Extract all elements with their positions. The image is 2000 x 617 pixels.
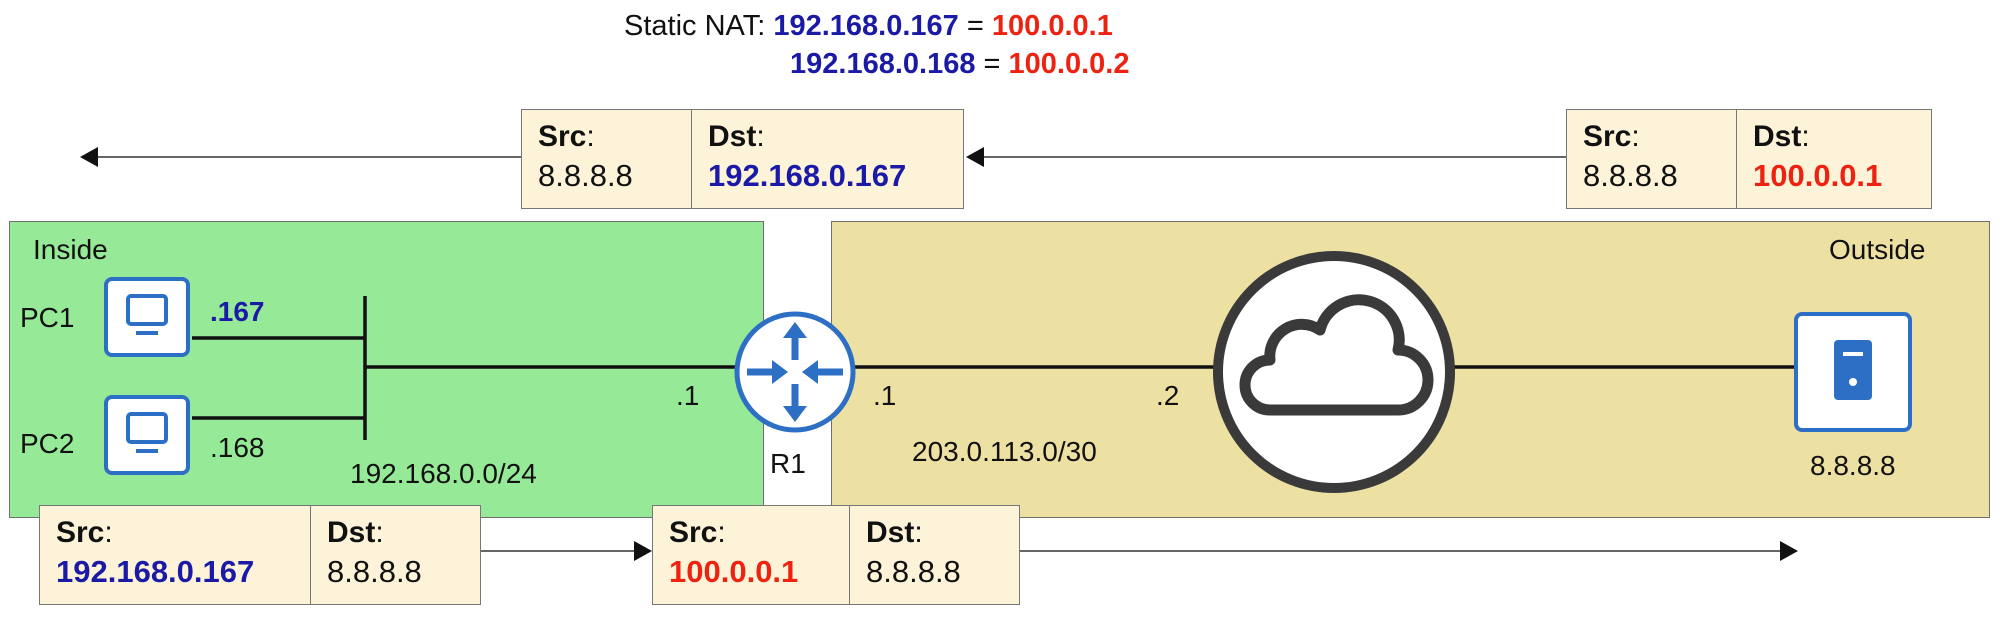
src-label: Src bbox=[56, 516, 105, 549]
bottom-arrow-right-head bbox=[1780, 541, 1798, 561]
internet-cloud-icon bbox=[1213, 251, 1455, 493]
isp-ip-label: .2 bbox=[1156, 380, 1180, 411]
packet-src-cell: Src: 8.8.8.8 bbox=[1566, 109, 1737, 209]
top-arrow-left-head bbox=[80, 147, 98, 167]
dst-label: Dst bbox=[866, 516, 915, 549]
router-label: R1 bbox=[770, 448, 806, 479]
src-value: 100.0.0.1 bbox=[669, 554, 799, 589]
nat-outside-2: 100.0.0.2 bbox=[1008, 48, 1130, 80]
pc1-label: PC1 bbox=[20, 302, 75, 333]
server-tower-icon bbox=[1834, 340, 1872, 400]
nat-mapping-2: 192.168.0.168 = 100.0.0.2 bbox=[790, 50, 1129, 79]
nat-title-line: Static NAT: 192.168.0.167 = 100.0.0.1 bbox=[624, 12, 1113, 41]
server-ip-label: 8.8.8.8 bbox=[1810, 450, 1896, 481]
pc2-ip-label: .168 bbox=[210, 432, 265, 463]
pc1-icon[interactable] bbox=[104, 277, 190, 357]
packet-dst-cell: Dst: 100.0.0.1 bbox=[1737, 109, 1932, 209]
top-arrow-middle-head bbox=[966, 147, 984, 167]
src-value: 8.8.8.8 bbox=[1583, 158, 1678, 193]
src-label: Src bbox=[538, 120, 587, 153]
nat-inside-1: 192.168.0.167 bbox=[773, 10, 959, 42]
packet-dst-cell: Dst: 8.8.8.8 bbox=[850, 505, 1020, 605]
nat-eq-1: = bbox=[966, 10, 984, 42]
nat-outside-1: 100.0.0.1 bbox=[991, 10, 1113, 42]
dst-value: 8.8.8.8 bbox=[866, 554, 961, 589]
pc2-label: PC2 bbox=[20, 428, 75, 459]
packet-src-cell: Src: 100.0.0.1 bbox=[652, 505, 850, 605]
src-colon: : bbox=[586, 120, 595, 153]
packet-dst-cell: Dst: 192.168.0.167 bbox=[692, 109, 964, 209]
router-icon bbox=[734, 311, 856, 433]
dst-label: Dst bbox=[708, 120, 757, 153]
src-value: 192.168.0.167 bbox=[56, 554, 255, 589]
dst-value: 8.8.8.8 bbox=[327, 554, 422, 589]
packet-top-left: Src: 8.8.8.8 Dst: 192.168.0.167 bbox=[521, 109, 964, 209]
monitor-icon bbox=[126, 294, 168, 335]
src-colon: : bbox=[1631, 120, 1640, 153]
outside-zone-label: Outside bbox=[1829, 234, 1926, 265]
packet-src-cell: Src: 192.168.0.167 bbox=[39, 505, 311, 605]
nat-title: Static NAT: bbox=[624, 10, 766, 42]
packet-bottom-right: Src: 100.0.0.1 Dst: 8.8.8.8 bbox=[652, 505, 1020, 605]
router-inside-ip-label: .1 bbox=[676, 380, 700, 411]
router-outside-ip-label: .1 bbox=[873, 380, 897, 411]
nat-inside-2: 192.168.0.168 bbox=[790, 48, 976, 80]
dst-value: 192.168.0.167 bbox=[708, 158, 907, 193]
server-icon[interactable] bbox=[1794, 312, 1912, 432]
src-label: Src bbox=[669, 516, 718, 549]
src-value: 8.8.8.8 bbox=[538, 158, 633, 193]
src-label: Src bbox=[1583, 120, 1632, 153]
dst-label: Dst bbox=[327, 516, 376, 549]
monitor-icon bbox=[126, 412, 168, 453]
nat-eq-2: = bbox=[983, 48, 1001, 80]
pc1-ip-label: .167 bbox=[210, 296, 265, 327]
dst-colon: : bbox=[914, 516, 923, 549]
src-colon: : bbox=[104, 516, 113, 549]
dst-colon: : bbox=[756, 120, 765, 153]
dst-label: Dst bbox=[1753, 120, 1802, 153]
dst-colon: : bbox=[375, 516, 384, 549]
dst-colon: : bbox=[1801, 120, 1810, 153]
bottom-arrow-middle-head bbox=[634, 541, 652, 561]
src-colon: : bbox=[717, 516, 726, 549]
wan-network-label: 203.0.113.0/30 bbox=[912, 436, 1097, 467]
lan-network-label: 192.168.0.0/24 bbox=[350, 458, 537, 489]
dst-value: 100.0.0.1 bbox=[1753, 158, 1883, 193]
inside-zone-label: Inside bbox=[33, 234, 108, 265]
packet-bottom-left: Src: 192.168.0.167 Dst: 8.8.8.8 bbox=[39, 505, 481, 605]
packet-top-right: Src: 8.8.8.8 Dst: 100.0.0.1 bbox=[1566, 109, 1932, 209]
pc2-icon[interactable] bbox=[104, 395, 190, 475]
packet-dst-cell: Dst: 8.8.8.8 bbox=[311, 505, 481, 605]
packet-src-cell: Src: 8.8.8.8 bbox=[521, 109, 692, 209]
